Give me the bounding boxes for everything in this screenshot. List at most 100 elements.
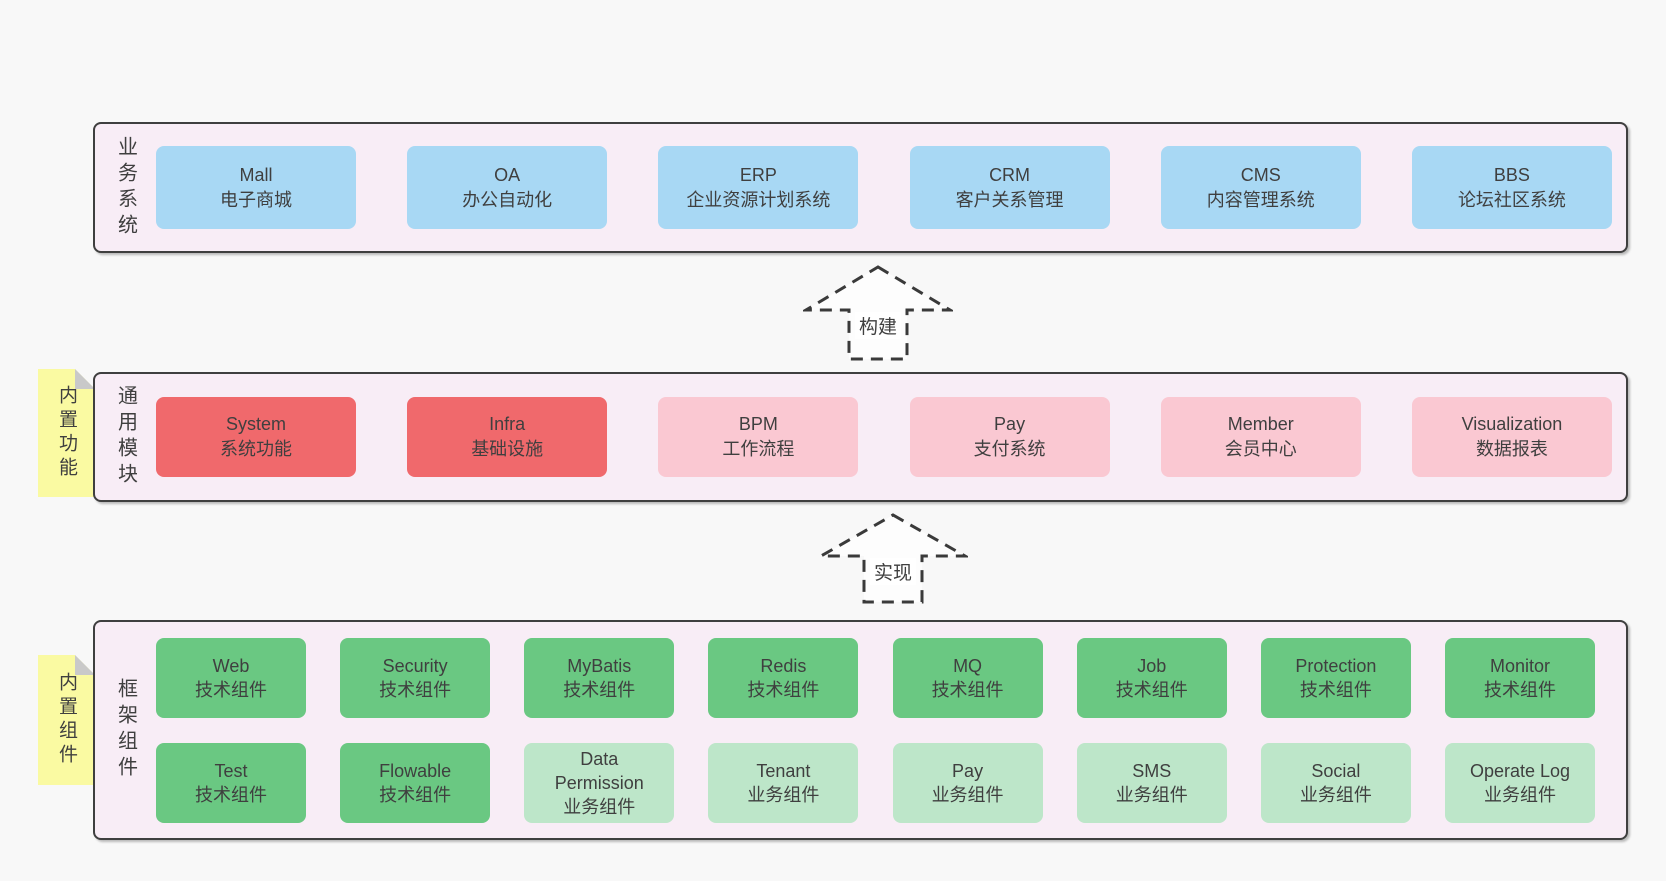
box-mall: Mall 电子商城 <box>156 146 356 229</box>
layer-business-label: 业务系统 <box>114 135 137 240</box>
box-operate-log: Operate Log 业务组件 <box>1444 742 1595 823</box>
box-name: Member <box>1227 414 1294 434</box>
box-name: Social <box>1311 760 1361 781</box>
box-cms: CMS 内容管理系统 <box>1160 146 1361 229</box>
box-desc: 电子商城 <box>220 189 292 210</box>
box-desc: 技术组件 <box>195 784 267 805</box>
box-desc: 业务组件 <box>1299 784 1372 805</box>
layer-framework-label-column: 框架组件 <box>95 622 156 838</box>
box-erp: ERP 企业资源计划系统 <box>658 146 859 229</box>
box-social: Social 业务组件 <box>1260 742 1411 823</box>
box-name: Operate Log <box>1469 760 1571 781</box>
layer-modules-label-column: 通用模块 <box>95 374 156 500</box>
box-desc: 业务组件 <box>931 784 1004 805</box>
layer-business-label-column: 业务系统 <box>95 124 156 251</box>
dashed-up-arrow-build: 构建 <box>803 265 953 361</box>
box-mq: MQ 技术组件 <box>892 637 1043 718</box>
box-desc: 技术组件 <box>1483 679 1556 700</box>
box-desc: 技术组件 <box>747 679 820 700</box>
sticky-note-label: 内置功能 <box>56 385 77 481</box>
box-desc: 企业资源计划系统 <box>686 189 831 210</box>
box-name: OA <box>494 164 521 185</box>
box-bpm: BPM 工作流程 <box>658 397 859 477</box>
box-monitor: Monitor 技术组件 <box>1444 637 1595 718</box>
box-mybatis: MyBatis 技术组件 <box>524 637 675 718</box>
box-name: System <box>225 414 286 434</box>
arrow-label-implement: 实现 <box>874 562 912 584</box>
box-name: Monitor <box>1489 655 1550 676</box>
box-desc: 会员中心 <box>1224 439 1297 459</box>
box-desc: 论坛社区系统 <box>1457 189 1566 210</box>
box-security: Security 技术组件 <box>340 637 491 718</box>
box-desc: 技术组件 <box>379 784 452 805</box>
layer-modules-label: 通用模块 <box>114 385 137 489</box>
sticky-note-label: 内置组件 <box>56 672 77 768</box>
box-name: Job <box>1137 655 1167 676</box>
box-desc: 技术组件 <box>931 679 1004 700</box>
box-name: Data Permission <box>554 748 644 793</box>
box-system: System 系统功能 <box>156 397 356 477</box>
box-name: Visualization <box>1461 414 1563 434</box>
box-crm: CRM 客户关系管理 <box>909 146 1110 229</box>
box-name: CRM <box>989 164 1031 185</box>
framework-row-2: Test 技术组件 Flowable 技术组件 Data Permission … <box>156 742 1595 823</box>
business-boxes-row: Mall 电子商城 OA 办公自动化 ERP 企业资源计划系统 CRM 客户关系… <box>156 124 1626 251</box>
box-desc: 技术组件 <box>195 679 267 700</box>
box-name: ERP <box>739 164 777 185</box>
box-member: Member 会员中心 <box>1160 397 1361 477</box>
box-desc: 工作流程 <box>722 439 795 459</box>
box-desc: 基础设施 <box>471 439 544 459</box>
framework-row-1: Web 技术组件 Security 技术组件 MyBatis 技术组件 Redi… <box>156 637 1595 718</box>
box-flowable: Flowable 技术组件 <box>340 742 491 823</box>
box-name: Protection <box>1295 655 1377 676</box>
box-pay-module: Pay 支付系统 <box>909 397 1110 477</box>
box-protection: Protection 技术组件 <box>1260 637 1411 718</box>
box-desc: 业务组件 <box>1115 784 1188 805</box>
layer-common-modules: 通用模块 System 系统功能 Infra 基础设施 BPM 工作流程 Pay… <box>93 372 1628 502</box>
box-name: Pay <box>994 414 1026 434</box>
box-redis: Redis 技术组件 <box>708 637 859 718</box>
dashed-up-arrow-implement: 实现 <box>818 513 968 604</box>
box-desc: 业务组件 <box>747 784 820 805</box>
box-oa: OA 办公自动化 <box>407 146 608 229</box>
box-desc: 技术组件 <box>563 679 636 700</box>
box-infra: Infra 基础设施 <box>407 397 608 477</box>
box-name: BBS <box>1493 164 1530 185</box>
box-job: Job 技术组件 <box>1076 637 1227 718</box>
box-desc: 支付系统 <box>973 439 1046 459</box>
box-name: Security <box>382 655 448 676</box>
box-bbs: BBS 论坛社区系统 <box>1411 146 1612 229</box>
box-name: Infra <box>489 414 526 434</box>
box-name: Pay <box>952 760 984 781</box>
box-name: Web <box>212 655 250 676</box>
sticky-note-built-in-features: 内置功能 <box>38 369 95 497</box>
box-name: Mall <box>239 164 273 185</box>
box-desc: 技术组件 <box>1299 679 1372 700</box>
arrow-label-build: 构建 <box>859 316 897 338</box>
box-name: Flowable <box>379 760 452 781</box>
sticky-note-built-in-components: 内置组件 <box>38 655 95 785</box>
box-name: Test <box>214 760 248 781</box>
box-desc: 办公自动化 <box>462 189 553 210</box>
box-name: CMS <box>1240 164 1281 185</box>
layer-framework-label: 框架组件 <box>114 678 137 782</box>
box-desc: 内容管理系统 <box>1206 189 1315 210</box>
box-visualization: Visualization 数据报表 <box>1411 397 1612 477</box>
box-sms: SMS 业务组件 <box>1076 742 1227 823</box>
box-web: Web 技术组件 <box>156 637 306 718</box>
box-desc: 系统功能 <box>220 439 292 459</box>
box-desc: 业务组件 <box>1483 784 1556 805</box>
box-desc: 技术组件 <box>1115 679 1188 700</box>
box-data-permission: Data Permission 业务组件 <box>524 742 675 823</box>
box-tenant: Tenant 业务组件 <box>708 742 859 823</box>
box-desc: 业务组件 <box>563 796 636 817</box>
box-name: Redis <box>760 655 807 676</box>
layer-framework-components: 框架组件 Web 技术组件 Security 技术组件 MyBatis 技术组件… <box>93 620 1628 840</box>
box-desc: 数据报表 <box>1475 439 1548 459</box>
layer-business-systems: 业务系统 Mall 电子商城 OA 办公自动化 ERP 企业资源计划系统 CRM… <box>93 122 1628 253</box>
box-name: MQ <box>953 655 983 676</box>
module-boxes-row: System 系统功能 Infra 基础设施 BPM 工作流程 Pay 支付系统… <box>156 374 1626 500</box>
box-name: MyBatis <box>567 655 632 676</box>
box-name: SMS <box>1132 760 1172 781</box>
